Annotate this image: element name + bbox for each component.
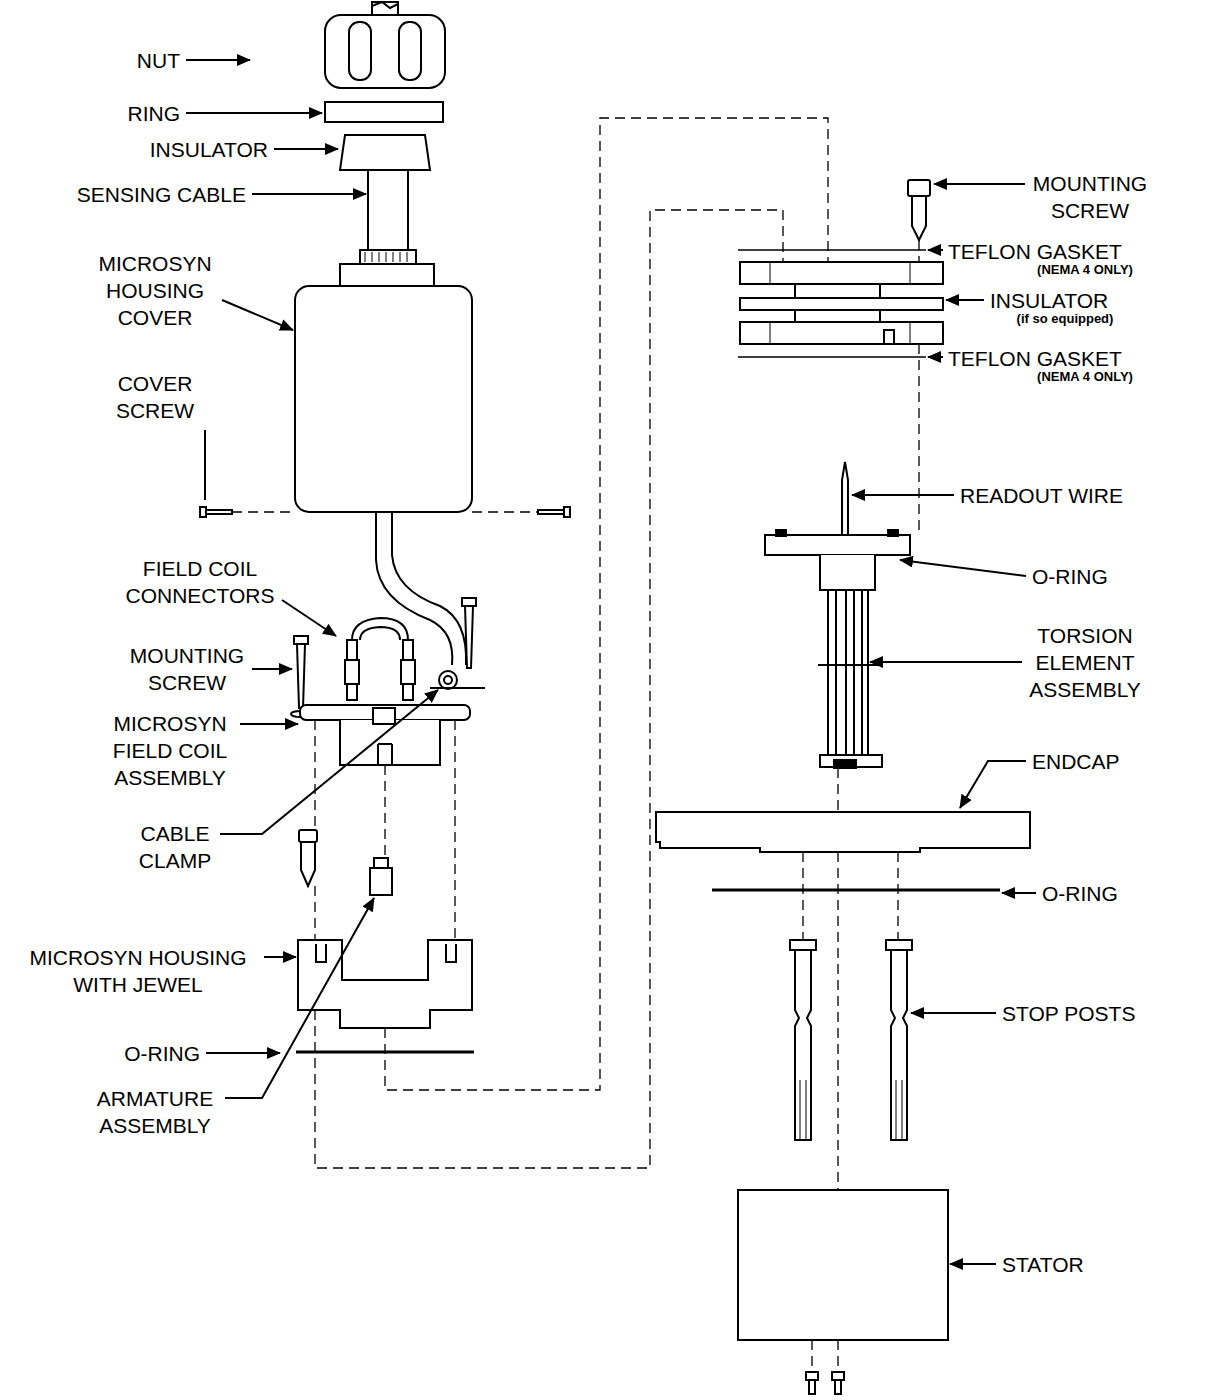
part-label: INSULATOR bbox=[990, 287, 1108, 314]
part-label: INSULATOR bbox=[150, 136, 268, 163]
part-label: STATOR bbox=[1002, 1251, 1084, 1278]
part-label: SENSING CABLE bbox=[77, 181, 246, 208]
part-label: (NEMA 4 ONLY) bbox=[985, 369, 1185, 385]
part-label: TEFLON GASKET bbox=[948, 345, 1122, 372]
leader-lines bbox=[186, 60, 1036, 1264]
part-label: O-RING bbox=[124, 1040, 200, 1067]
part-label: ARMATURE ASSEMBLY bbox=[80, 1085, 230, 1139]
part-label: MICROSYN FIELD COIL ASSEMBLY bbox=[95, 710, 245, 791]
part-label: NUT bbox=[137, 47, 180, 74]
part-label: O-RING bbox=[1042, 880, 1118, 907]
part-label: (NEMA 4 ONLY) bbox=[985, 262, 1185, 278]
part-label: STOP POSTS bbox=[1002, 1000, 1135, 1027]
part-label: COVER SCREW bbox=[90, 370, 220, 424]
part-label: CABLE CLAMP bbox=[115, 820, 235, 874]
part-label: ENDCAP bbox=[1032, 748, 1120, 775]
part-label: MICROSYN HOUSING WITH JEWEL bbox=[7, 944, 269, 998]
part-label: O-RING bbox=[1032, 563, 1108, 590]
part-label: FIELD COIL CONNECTORS bbox=[110, 555, 290, 609]
part-label: READOUT WIRE bbox=[960, 482, 1123, 509]
part-label: TEFLON GASKET bbox=[948, 238, 1122, 265]
part-label: MOUNTING SCREW bbox=[1015, 170, 1165, 224]
part-label: TORSION ELEMENT ASSEMBLY bbox=[1000, 622, 1170, 703]
part-label: RING bbox=[128, 100, 181, 127]
assembly-dashes bbox=[232, 118, 919, 1372]
part-label: (if so equipped) bbox=[965, 311, 1165, 327]
part-label: MOUNTING SCREW bbox=[117, 642, 257, 696]
part-label: MICROSYN HOUSING COVER bbox=[80, 250, 230, 331]
